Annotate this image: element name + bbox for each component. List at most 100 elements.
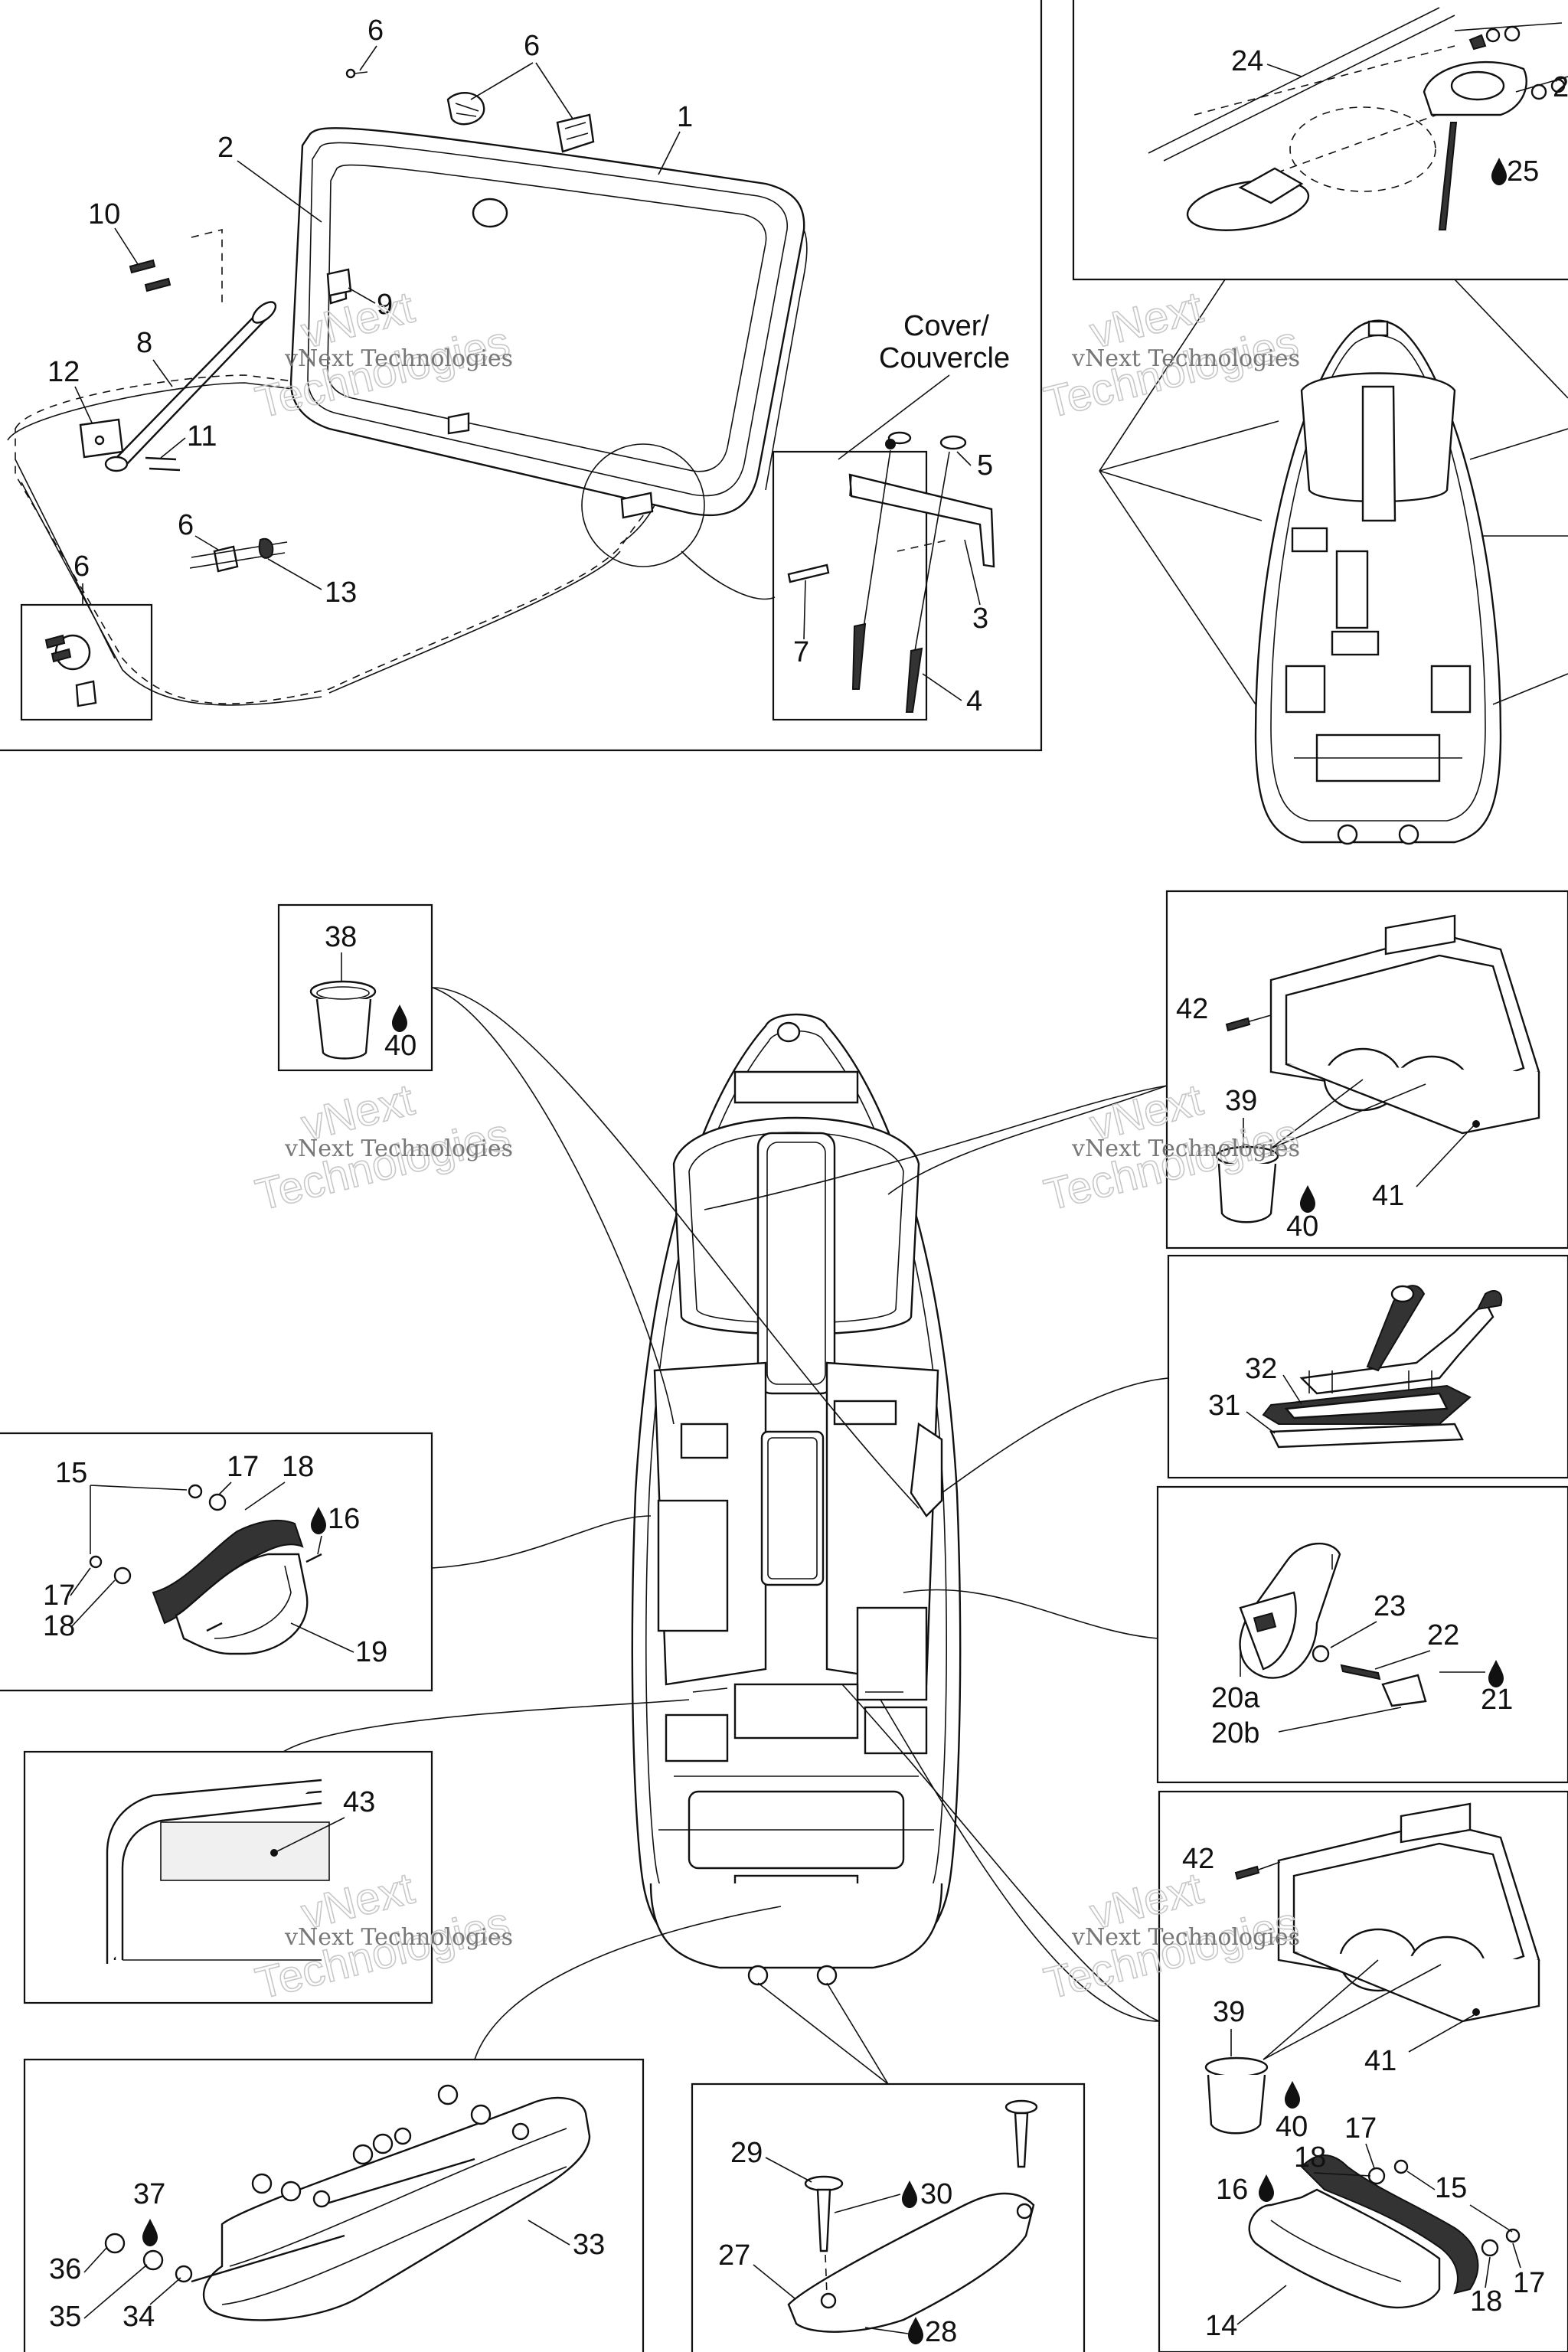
- small-hull: [1099, 279, 1568, 845]
- label-35: 35: [49, 2301, 81, 2333]
- frame-mat: [23, 1750, 433, 2004]
- mat-detail: [106, 1779, 330, 1964]
- label-37: 37: [133, 2178, 165, 2210]
- label-2b: 2: [1553, 71, 1568, 103]
- glovebox-bottom: [1204, 1802, 1540, 2135]
- label-12: 12: [47, 356, 80, 388]
- sealant-drop-icon: [1488, 1660, 1504, 1687]
- label-6a: 6: [368, 15, 384, 47]
- label-18c: 18: [1294, 2141, 1326, 2174]
- frame-cupholder: [277, 903, 433, 1072]
- watermark-text-5: vNext Technologies: [284, 1924, 513, 1951]
- label-17d: 17: [1513, 2267, 1545, 2299]
- frame-glovebox-top: [1165, 890, 1568, 1250]
- glovebox-top-labels: 42 39 40 41: [1176, 993, 1475, 1243]
- label-17b: 17: [43, 1579, 75, 1612]
- label-1: 1: [677, 101, 693, 133]
- leader-curves: [283, 987, 1169, 2085]
- label-25: 25: [1507, 155, 1539, 188]
- grab-handle-right: [1248, 2154, 1521, 2309]
- sealant-drop-icon: [142, 2219, 158, 2246]
- label-41b: 41: [1364, 2045, 1396, 2077]
- label-5: 5: [977, 449, 993, 482]
- lid-assembly: [7, 68, 995, 713]
- label-7: 7: [793, 636, 809, 668]
- watermark-text-6: vNext Technologies: [1071, 1924, 1300, 1951]
- frame-glovebox-bottom: [1158, 1790, 1568, 2352]
- glovebox-top: [1215, 914, 1540, 1223]
- label-28: 28: [925, 2316, 957, 2348]
- frame-latch-inset: [20, 603, 153, 721]
- label-39a: 39: [1225, 1085, 1257, 1117]
- watermark-text-2: vNext Technologies: [1071, 345, 1300, 372]
- sealant-drop-icon: [902, 2180, 917, 2208]
- label-15a: 15: [55, 1457, 87, 1489]
- label-40a: 40: [384, 1030, 416, 1062]
- sealant-drop-icon: [1300, 1185, 1315, 1213]
- side-handle-detail: [1239, 1543, 1427, 1707]
- label-10: 10: [88, 198, 120, 230]
- label-23: 23: [1374, 1590, 1406, 1622]
- label-18d: 18: [1470, 2285, 1502, 2318]
- label-41a: 41: [1372, 1180, 1404, 1212]
- watermark-text-4: vNext Technologies: [1071, 1135, 1300, 1162]
- label-14: 14: [1205, 2310, 1237, 2342]
- frame-rear-bumper: [23, 2058, 645, 2352]
- rear-bumper: [104, 2084, 591, 2321]
- label-13: 13: [325, 577, 357, 609]
- label-6d: 6: [74, 550, 90, 583]
- label-36: 36: [49, 2253, 81, 2285]
- grab-handle-left: [89, 1484, 322, 1655]
- spacer-labels: 29 30 27 28: [718, 2137, 957, 2348]
- label-18a: 18: [282, 1451, 314, 1483]
- label-32: 32: [1245, 1353, 1277, 1385]
- mat-labels: 43: [276, 1786, 375, 1852]
- label-9: 9: [377, 289, 393, 321]
- spacer-detail: [787, 2099, 1038, 2333]
- label-20b: 20b: [1211, 1717, 1259, 1749]
- frame-throttle: [1167, 1254, 1568, 1479]
- label-42a: 42: [1176, 993, 1208, 1025]
- lid-labels: 6 6 1 2 10 9 8 12 11 6 13 6 Cover/ Couve…: [47, 15, 1010, 717]
- label-cover-en: Cover/: [903, 310, 989, 342]
- sealant-drop-icon: [908, 2317, 923, 2344]
- label-18b: 18: [43, 1610, 75, 1642]
- label-31: 31: [1208, 1390, 1240, 1422]
- rear-bumper-labels: 37 36 35 34 33: [49, 2178, 605, 2333]
- label-33: 33: [573, 2229, 605, 2261]
- throttle-detail: [1262, 1285, 1503, 1449]
- label-24: 24: [1231, 45, 1263, 77]
- label-34: 34: [122, 2301, 155, 2333]
- frame-top-right: [1072, 0, 1568, 281]
- main-hull: [631, 1013, 962, 1986]
- label-30: 30: [920, 2178, 952, 2210]
- label-2: 2: [217, 132, 234, 164]
- label-22: 22: [1427, 1619, 1459, 1651]
- label-40b: 40: [1286, 1210, 1318, 1243]
- label-29: 29: [730, 2137, 763, 2169]
- watermark-text-1: vNext Technologies: [284, 345, 513, 372]
- sealant-drop-icon: [1259, 2174, 1274, 2202]
- frame-grab-left: [0, 1432, 433, 1692]
- label-17c: 17: [1344, 2112, 1377, 2145]
- sealant-drop-icon: [1285, 2081, 1300, 2109]
- label-cover-fr: Couvercle: [879, 342, 1010, 374]
- sealant-drop-icon: [1491, 158, 1507, 185]
- label-39b: 39: [1213, 1996, 1245, 2028]
- label-38: 38: [325, 921, 357, 953]
- label-17a: 17: [227, 1451, 259, 1483]
- label-6b: 6: [524, 30, 540, 62]
- label-27: 27: [718, 2239, 750, 2272]
- label-42b: 42: [1182, 1843, 1214, 1875]
- bow-plug-labels: 24 25 2: [1231, 45, 1568, 188]
- grab-left-labels: 15 17 18 16 17 18 19: [43, 1451, 387, 1668]
- label-21: 21: [1481, 1684, 1513, 1716]
- label-16a: 16: [328, 1503, 360, 1535]
- frame-top-left: [0, 0, 1043, 752]
- sealant-drop-icon: [311, 1507, 326, 1534]
- label-16b: 16: [1216, 2174, 1248, 2206]
- side-handle-labels: 23 22 20a 20b 21: [1211, 1554, 1513, 1749]
